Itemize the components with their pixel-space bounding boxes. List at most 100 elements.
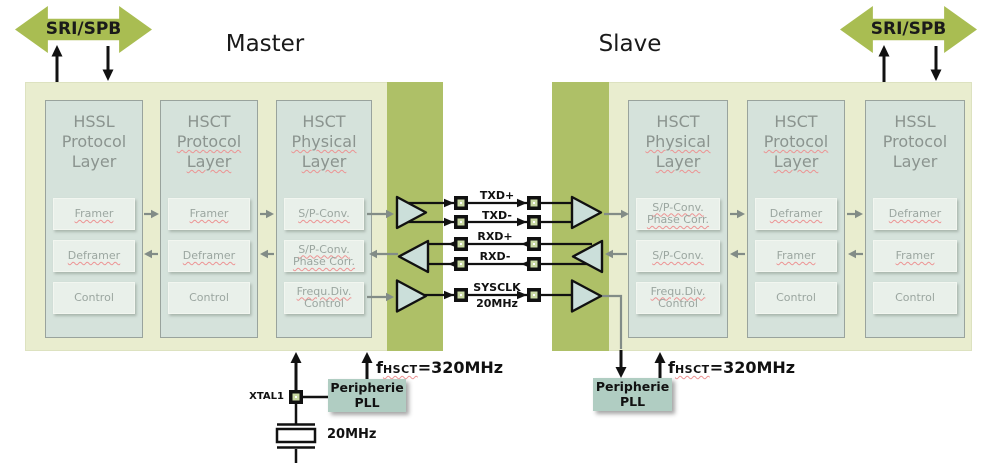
column-title-line: Protocol (61, 132, 127, 151)
sp-conv-box: S/P-Conv. (636, 240, 720, 272)
column-title: HSCT Physical Layer (629, 101, 727, 172)
column-title-line: Layer (773, 152, 819, 171)
slave-column-hsct-protocol-layer: HSCT Protocol Layer Deframer Framer Cont… (747, 100, 845, 338)
bus-label: SRI/SPB (870, 19, 947, 39)
bus-label: SRI/SPB (45, 19, 122, 39)
deframer-box: Deframer (53, 240, 135, 272)
column-title-line: Protocol (176, 132, 242, 151)
crystal-oscillator-icon (275, 423, 317, 463)
master-column-hsct-physical-layer: HSCT Physical Layer S/P-Conv. S/P-Conv. … (276, 100, 372, 338)
column-title-line: Layer (655, 152, 701, 171)
box-label: S/P-Conv. (298, 242, 350, 256)
column-title-line: Protocol (882, 132, 948, 151)
slave-peripherie-pll-box: Peripherie PLL (593, 378, 672, 411)
box-label: Deframer (769, 206, 823, 220)
box-label: Phase Corr. (292, 255, 356, 268)
crystal-frequency-label: 20MHz (327, 427, 377, 442)
framer-box: Framer (873, 240, 957, 272)
xtal1-pin-pad-icon (289, 390, 303, 404)
column-title-line: Physical (645, 132, 711, 151)
column-title: HSSL Protocol Layer (46, 101, 142, 172)
box-label: S/P-Conv. (652, 200, 704, 214)
box-label: Frequ.Div. (296, 284, 352, 298)
pll-label: Peripherie PLL (595, 379, 670, 409)
fhsct-subscript: HSCT (382, 363, 418, 376)
master-peripherie-pll-box: Peripherie PLL (328, 379, 406, 412)
control-box: Control (873, 282, 957, 314)
column-title-line: Physical (291, 132, 357, 151)
box-label: Control (189, 290, 229, 304)
signal-label-txd-minus: TXD- (482, 209, 512, 222)
box-label: Control (658, 297, 698, 310)
slave-fhsct-label: fHSCT=320MHz (668, 358, 795, 377)
slave-title: Slave (598, 31, 662, 57)
box-label: Control (895, 290, 935, 304)
control-box: Control (168, 282, 250, 314)
signal-label-rxd-minus: RXD- (479, 250, 511, 263)
signal-label-rxd-plus: RXD+ (477, 230, 513, 243)
framer-box: Framer (168, 198, 250, 230)
box-label: Deframer (888, 206, 942, 220)
slave-io-band (552, 82, 609, 351)
fhsct-prefix: f (668, 358, 675, 377)
signal-label-txd-plus: TXD+ (479, 189, 515, 202)
box-label: Phase Corr. (646, 213, 710, 226)
sri-spb-connector-left: SRI/SPB (15, 6, 152, 53)
framer-box: Framer (755, 240, 837, 272)
pll-label: Peripherie PLL (330, 380, 404, 410)
column-title-line: Protocol (763, 132, 829, 151)
column-title-line: HSCT (187, 112, 231, 131)
slave-column-hssl-protocol-layer: HSSL Protocol Layer Deframer Framer Cont… (865, 100, 965, 338)
signal-label-sysclk-freq: 20MHz (476, 297, 518, 310)
column-title-line: Layer (892, 152, 938, 171)
box-label: Deframer (182, 248, 236, 262)
master-column-hssl-protocol-layer: HSSL Protocol Layer Framer Deframer Cont… (45, 100, 143, 338)
box-label: Control (74, 290, 114, 304)
sp-conv-phase-corr-box: S/P-Conv. Phase Corr. (636, 198, 720, 230)
column-title-line: Layer (71, 152, 117, 171)
deframer-box: Deframer (755, 198, 837, 230)
box-label: Framer (74, 206, 114, 220)
master-io-band (387, 82, 443, 351)
control-box: Control (755, 282, 837, 314)
sp-conv-box: S/P-Conv. (284, 198, 364, 230)
box-label: Framer (895, 248, 935, 262)
column-title-line: HSCT (656, 112, 700, 131)
fhsct-value: =320MHz (417, 358, 504, 377)
box-label: Frequ.Div. (650, 284, 706, 298)
box-label: S/P-Conv. (298, 206, 350, 220)
box-label: S/P-Conv. (652, 248, 704, 262)
fhsct-prefix: f (376, 358, 383, 377)
column-title: HSCT Physical Layer (277, 101, 371, 172)
xtal1-pin-label: XTAL1 (249, 391, 284, 402)
master-fhsct-label: fHSCT=320MHz (376, 358, 503, 377)
fhsct-subscript: HSCT (674, 363, 710, 376)
column-title: HSCT Protocol Layer (748, 101, 844, 172)
column-title-line: Layer (186, 152, 232, 171)
control-box: Control (53, 282, 135, 314)
deframer-box: Deframer (873, 198, 957, 230)
box-label: Control (304, 297, 344, 310)
master-column-hsct-protocol-layer: HSCT Protocol Layer Framer Deframer Cont… (160, 100, 258, 338)
deframer-box: Deframer (168, 240, 250, 272)
fhsct-value: =320MHz (709, 358, 796, 377)
column-title-line: Layer (301, 152, 347, 171)
frequ-div-control-box: Frequ.Div. Control (636, 282, 720, 314)
box-label: Control (776, 290, 816, 304)
column-title: HSCT Protocol Layer (161, 101, 257, 172)
column-title-line: HSSL (894, 112, 936, 131)
framer-box: Framer (53, 198, 135, 230)
sp-conv-phase-corr-box: S/P-Conv. Phase Corr. (284, 240, 364, 272)
box-label: Framer (776, 248, 816, 262)
box-label: Deframer (67, 248, 121, 262)
column-title-line: HSCT (302, 112, 346, 131)
column-title-line: HSCT (774, 112, 818, 131)
slave-column-hsct-physical-layer: HSCT Physical Layer S/P-Conv. Phase Corr… (628, 100, 728, 338)
master-title: Master (225, 31, 305, 57)
sri-spb-connector-right: SRI/SPB (840, 6, 977, 53)
column-title: HSSL Protocol Layer (866, 101, 964, 172)
box-label: Framer (189, 206, 229, 220)
signal-label-sysclk: SYSCLK (473, 281, 521, 294)
frequ-div-control-box: Frequ.Div. Control (284, 282, 364, 314)
